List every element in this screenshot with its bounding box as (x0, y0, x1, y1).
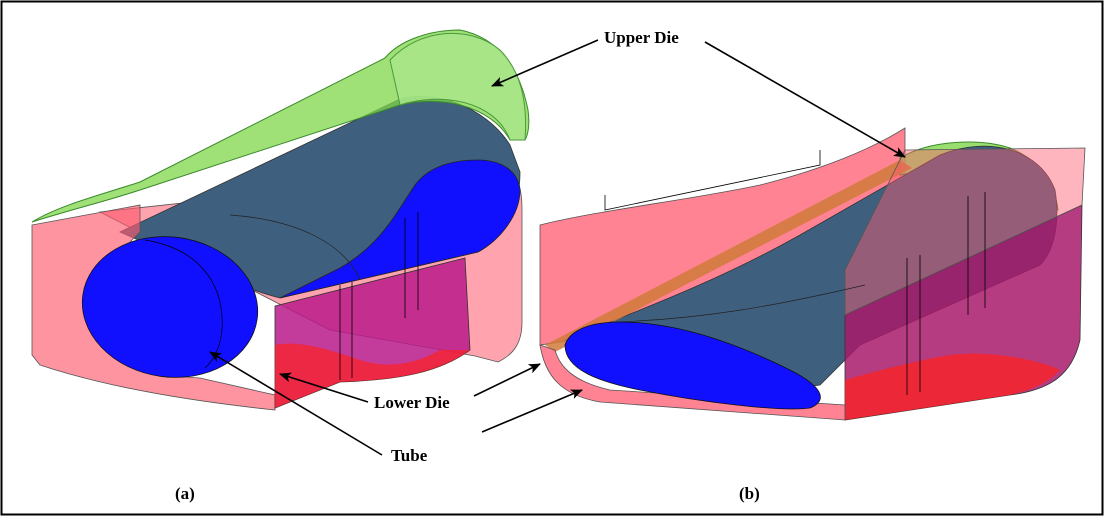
tube-a-side (279, 159, 521, 299)
lower-die-arrow-a (279, 372, 369, 403)
tube-arrow-a (209, 351, 383, 456)
upper-die-a-face (389, 32, 527, 141)
upper-die-label: Upper Die (604, 28, 679, 47)
panel-a-model (31, 29, 530, 411)
panel-b-model (539, 127, 1086, 421)
tube-arrow-b (481, 389, 583, 433)
lower-die-b-slots (604, 150, 986, 395)
lower-die-label: Lower Die (374, 393, 450, 412)
tube-label: Tube (391, 446, 428, 465)
panel-a-label: (a) (175, 484, 195, 503)
lower-die-b-right-red (845, 353, 1060, 420)
upper-die-arrow-a (491, 39, 599, 87)
lower-die-b-right-top (844, 147, 1086, 316)
lower-die-a-right-red (275, 343, 470, 408)
tube-b-seam (609, 284, 866, 323)
panel-b-label: (b) (739, 484, 760, 503)
upper-die-arrow-b (704, 41, 906, 158)
lower-die-a-slots (339, 212, 419, 380)
tube-a-seam (229, 214, 361, 281)
tube-a-end (81, 236, 259, 378)
lower-die-b-band (545, 160, 912, 352)
lower-die-arrow-b (473, 363, 541, 397)
